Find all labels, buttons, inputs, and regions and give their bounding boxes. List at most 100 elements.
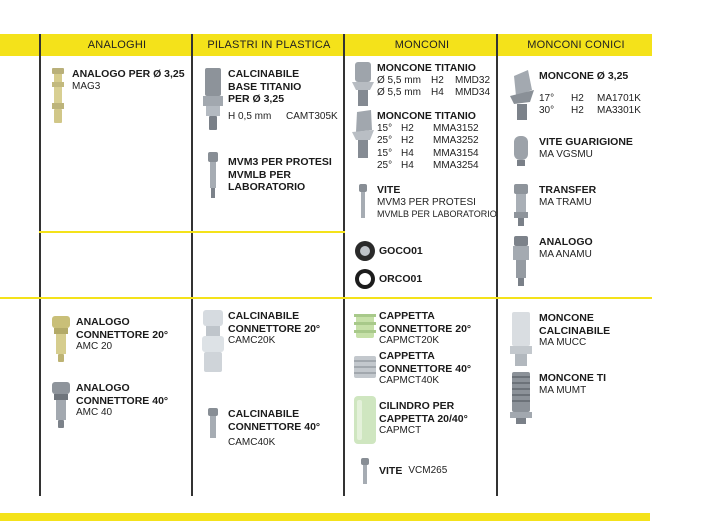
column-header-analoghi: ANALOGHI [87,39,147,51]
spec-diameter: Ø 5,5 mm [377,74,421,86]
product-code: VCM265 [408,464,448,476]
product-analogo-connettore-40: ANALOGO CONNETTORE 40° AMC 40 [46,382,168,428]
transfer-icon [503,184,539,226]
column-divider [496,34,498,496]
product-cappetta-20: CAPPETTA CONNETTORE 20° CAPMCT20K [351,310,471,348]
product-title: CONNETTORE 40° [76,394,169,407]
product-transfer: TRANSFER MA TRAMU [503,184,596,226]
product-code: MMD34 [455,87,491,98]
product-title: MONCONE TITANIO [377,62,476,74]
product-code: CAMC40K [228,437,276,448]
product-title: CONNETTORE 20° [379,322,472,335]
screw-icon [349,184,377,218]
product-calcinabile-connettore-40: CALCINABILE CONNETTORE 40° CAMC40K [198,408,320,450]
product-cilindro: CILINDRO PER CAPPETTA 20/40° CAPMCT [351,396,468,444]
product-code: MA MUMT [539,384,587,396]
o-ring-icon [351,268,379,290]
product-title: MONCONE Ø 3,25 [539,70,629,82]
column-divider [343,34,345,496]
product-title: CONNETTORE 20° [228,322,321,335]
product-code: AMC 20 [76,341,113,352]
product-cappetta-40: CAPPETTA CONNETTORE 40° CAPMCT40K [351,350,471,388]
column-header-monconi-conici: MONCONI CONICI [527,39,625,51]
product-goco01: GOCO01 [351,240,423,262]
spec-height: H4 [401,147,414,159]
product-code: AMC 40 [76,407,113,418]
product-code: MA VGSMU [539,148,593,160]
product-title: VITE GUARIGIONE [539,136,633,148]
product-analogo-3-25: ANALOGO PER Ø 3,25 MAG3 [44,68,185,126]
analog-connector-gold-icon [46,316,76,362]
product-mvm3: MVM3 PER PROTESI MVMLB PER LABORATORIO [198,152,332,198]
product-title: CALCINABILE [228,68,300,80]
product-code: MMA3252 [433,135,479,146]
product-title: ANALOGO PER Ø 3,25 [72,68,185,80]
product-analogo-conico: ANALOGO MA ANAMU [503,236,593,286]
analog-metal-icon [503,236,539,286]
product-code: ORCO01 [379,272,423,285]
conical-abutment-icon [503,70,539,120]
product-code: MMA3152 [433,122,479,134]
product-code: MAG3 [72,80,101,92]
product-orco01: ORCO01 [351,268,422,290]
spec-height: H2 [401,122,414,134]
product-moncone-calcinabile: MONCONE CALCINABILE MA MUCC [503,312,610,366]
analog-gold-icon [44,68,72,126]
product-title: BASE TITANIO [228,80,302,93]
product-title: CALCINABILE [228,408,300,420]
spec-height: H2 [571,92,584,104]
threaded-abutment-icon [503,372,539,424]
product-code: CAPMCT40K [379,375,440,386]
product-vite-monconi: VITE MVM3 PER PROTESI MVMLB PER LABORATO… [349,184,497,220]
analog-connector-metal-icon [46,382,76,428]
product-code: CAPMCT [379,425,422,436]
product-title: CAPPETTA [379,310,435,322]
product-code: MMD32 [455,74,491,86]
product-analogo-connettore-20: ANALOGO CONNETTORE 20° AMC 20 [46,316,168,362]
spec-height: H2 [401,135,414,146]
product-vite-vcm265: VITE VCM265 [351,458,447,484]
calcinable-abutment-icon [503,312,539,366]
product-desc: MVM3 PER PROTESI [377,196,476,208]
ring-icon [351,240,379,262]
spec-angle: 30° [539,105,555,116]
product-title: MONCONE TITANIO [377,110,476,122]
spec-diameter: Ø 5,5 mm [377,87,421,98]
column-divider [191,34,193,496]
abutment-straight-icon [349,62,377,106]
product-code: CAPMCT20K [379,335,440,346]
product-title: MVM3 PER PROTESI [228,156,332,168]
spec-height: H4 [431,87,444,98]
product-spec: H 0,5 mm [228,110,272,122]
product-title: ANALOGO [76,316,130,328]
product-title: LABORATORIO [228,181,306,193]
product-code: MA3301K [597,105,641,116]
product-title: CAPPETTA [379,350,435,362]
product-title: CAPPETTA 20/40° [379,412,468,425]
product-title: ANALOGO [539,236,593,248]
calcinable-connector-icon [198,310,228,372]
product-title: CONNETTORE 40° [379,362,472,375]
cylinder-icon [351,396,379,444]
spec-angle: 25° [377,160,393,171]
product-title: TRANSFER [539,184,597,196]
row-divider [39,231,345,233]
screw-icon [198,152,228,198]
product-code: CAMT305K [286,110,338,122]
product-title: ANALOGO [76,382,130,394]
cap-gray-icon [351,350,379,378]
product-moncone-titanio-1: MONCONE TITANIO Ø 5,5 mm H2 MMD32 Ø 5,5 mm… [349,62,490,106]
column-divider [39,34,41,496]
product-title: CILINDRO PER [379,400,455,412]
product-title: CALCINABILE [539,324,611,337]
healing-screw-icon [503,136,539,166]
product-code: MA MUCC [539,337,587,348]
product-title: VITE [379,464,403,477]
product-title: VITE [377,184,401,196]
spec-height: H2 [431,74,444,86]
column-header-pilastri: PILASTRI IN PLASTICA [207,39,331,51]
spec-height: H2 [571,105,584,116]
product-code: MMA3154 [433,147,479,159]
spec-angle: 25° [377,135,393,146]
